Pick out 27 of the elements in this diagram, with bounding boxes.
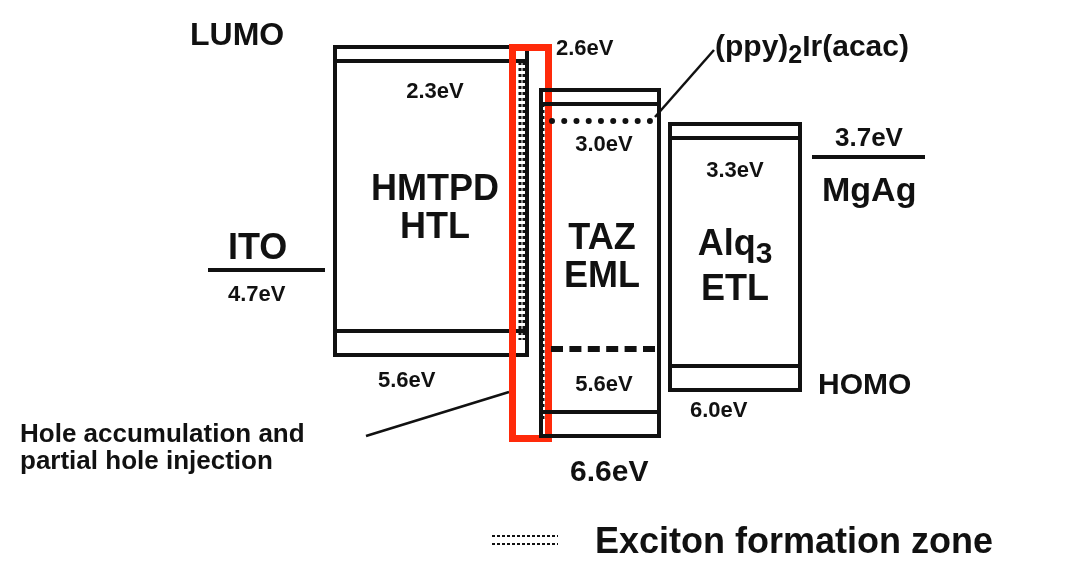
layer-name: HMTPD HTL [370, 169, 500, 245]
energy-level-box [539, 88, 661, 438]
energy-level-box [333, 45, 529, 357]
leader-line [365, 390, 510, 438]
energy-value: 3.0eV [574, 132, 634, 156]
highlight-frame [509, 44, 552, 442]
layer-name: TAZ EML [563, 218, 641, 294]
layer-name: Alq$_{3}$ ETL [696, 224, 774, 307]
energy-value: 5.6eV [574, 372, 634, 396]
level-label: MgAg [822, 172, 917, 208]
annotation-text: Hole accumulation and partial hole injection [20, 420, 365, 475]
leader-line [654, 49, 715, 118]
energy-level-box [668, 122, 802, 392]
legend-label: Exciton formation zone [595, 522, 994, 560]
energy-value: 6.0eV [690, 398, 748, 422]
level-label: HOMO [818, 368, 912, 400]
level-label: 2.6eV [556, 36, 614, 60]
energy-value: 2.3eV [405, 79, 465, 103]
level-label: 4.7eV [228, 282, 286, 306]
dopant-level-line [549, 118, 653, 124]
level-label: ITO [228, 228, 288, 266]
energy-value: 3.3eV [705, 158, 765, 182]
energy-value: 5.6eV [378, 368, 436, 392]
level-label: 3.7eV [835, 124, 903, 152]
level-label: LUMO [190, 18, 285, 52]
dopant-label: (ppy)$_{2}$Ir(acac) [715, 30, 909, 68]
energy-value: 6.6eV [570, 455, 649, 487]
